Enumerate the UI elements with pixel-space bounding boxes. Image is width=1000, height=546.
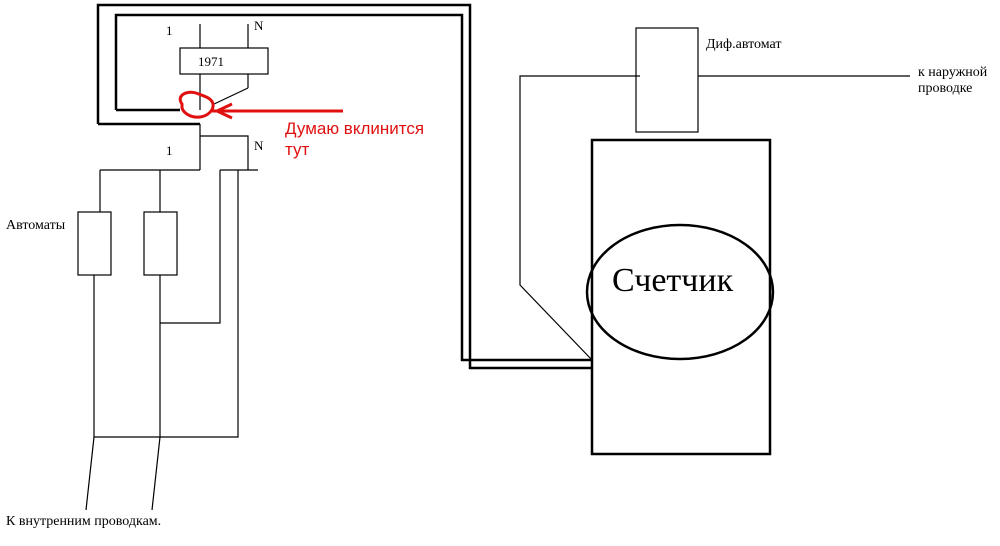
breakers-label: Автоматы <box>6 218 66 233</box>
to-internal-wiring-label: К внутренним проводкам. <box>6 514 161 529</box>
main-conductor-loop <box>96 3 592 370</box>
breaker-left <box>77 170 112 511</box>
meter-number-label: 1971 <box>198 54 224 69</box>
phase-label-top: 1 <box>166 23 173 38</box>
to-external-label-line2: проводке <box>918 81 972 96</box>
annotation-note-line2: тут <box>285 140 309 159</box>
meter-seal-box <box>179 24 269 110</box>
neutral-wiring <box>94 170 239 438</box>
rcd-device <box>519 27 910 361</box>
neutral-label-mid: N <box>254 138 264 153</box>
rcd-label: Диф.автомат <box>706 37 782 52</box>
to-external-label-line1: к наружной <box>918 65 988 80</box>
phase-label-mid: 1 <box>166 143 173 158</box>
neutral-label-top: N <box>254 18 264 33</box>
electric-meter <box>585 138 775 456</box>
meter-label: Счетчик <box>612 262 734 299</box>
breaker-right <box>143 170 178 511</box>
distribution-block <box>100 124 258 171</box>
annotation-marker <box>178 90 343 120</box>
annotation-note-line1: Думаю вклинится <box>285 119 424 138</box>
